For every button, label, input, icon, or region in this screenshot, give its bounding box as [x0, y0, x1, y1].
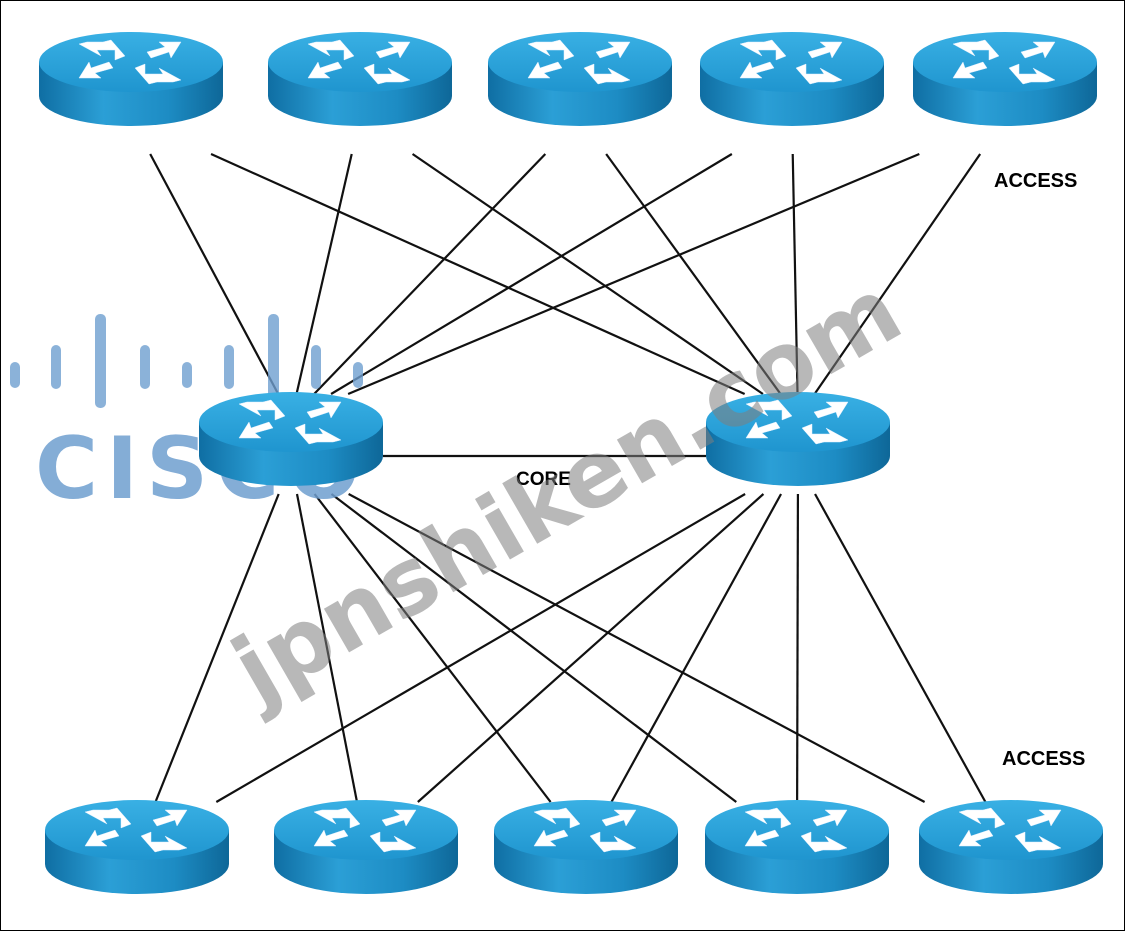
- link-bottom3-core1: [313, 493, 552, 803]
- link-top4-core1: [330, 153, 733, 395]
- link-top3-core1: [313, 153, 547, 395]
- link-bottom3-core2: [610, 493, 783, 803]
- router-icon-access-top-4: [699, 31, 885, 127]
- access-top-label: ACCESS: [994, 170, 1077, 192]
- link-top3-core2: [605, 153, 782, 395]
- link-top2-core1: [295, 153, 353, 395]
- router-icon-access-bottom-2: [273, 799, 459, 895]
- access-bottom-label: ACCESS: [1002, 748, 1085, 770]
- link-top5-core2: [813, 153, 982, 395]
- link-bottom5-core1: [348, 493, 926, 803]
- link-bottom4-core1: [330, 493, 737, 803]
- router-icon-core-1: [198, 391, 384, 487]
- router-icon-access-bottom-3: [493, 799, 679, 895]
- network-links: [149, 152, 987, 803]
- router-icon-access-bottom-1: [44, 799, 230, 895]
- link-bottom2-core1: [295, 493, 359, 803]
- link-top1-core2: [210, 152, 746, 396]
- router-icon-access-bottom-4: [704, 799, 890, 895]
- link-bottom1-core1: [154, 493, 280, 803]
- router-icon-access-top-1: [38, 31, 224, 127]
- core-label: CORE: [516, 469, 571, 490]
- link-bottom4-core2: [796, 493, 800, 803]
- link-top1-core1: [149, 153, 280, 395]
- link-bottom5-core2: [814, 493, 987, 803]
- router-icon-access-bottom-5: [918, 799, 1104, 895]
- link-bottom1-core2: [215, 493, 746, 803]
- link-top2-core2: [411, 153, 764, 395]
- router-icon-access-top-2: [267, 31, 453, 127]
- router-icon-access-top-5: [912, 31, 1098, 127]
- router-icon-access-top-3: [487, 31, 673, 127]
- link-bottom2-core2: [417, 493, 765, 803]
- link-top5-core1: [347, 152, 920, 396]
- link-top4-core2: [791, 153, 799, 395]
